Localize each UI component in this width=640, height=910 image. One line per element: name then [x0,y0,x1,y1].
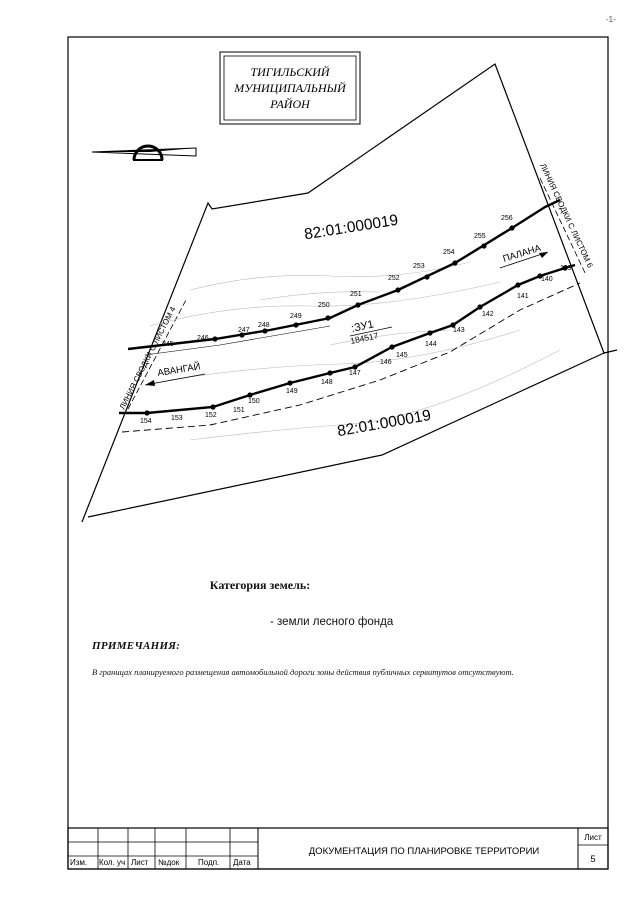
point-label: 255 [474,233,486,240]
direction-label-right: ПАЛАНА [502,243,543,265]
upper-point-marker [325,315,331,321]
point-label: 150 [248,398,260,405]
lower-point-marker [537,273,543,279]
point-label: 154 [140,418,152,425]
point-label: 249 [290,313,302,320]
stamp-columns: Изм. Кол. уч Лист №док Подп. Дата [70,858,251,867]
upper-point-marker [509,225,515,231]
point-label: 142 [482,311,494,318]
north-arrow-icon [91,144,197,161]
stamp-col-izm: Изм. [70,858,87,867]
point-label: 140 [541,276,553,283]
sheet-frame [67,36,609,870]
direction-arrow-left [144,373,206,386]
point-label: 146 [380,359,392,366]
land-category-value: - земли лесного фонда [270,616,394,628]
lower-point-marker [247,392,253,398]
point-label: 246 [197,335,209,342]
match-line-right [539,177,587,276]
servitude-dashed-line [121,282,581,433]
parcel-id: :ЗУ1 [350,318,375,334]
lower-point-marker [562,265,568,271]
lower-point-marker [210,404,216,410]
lower-point-labels: 154 153 152 151 150 149 148 147 146 145 … [140,265,572,425]
cadastral-label-bottom: 82:01:000019 [336,407,432,440]
direction-arrow-right [499,251,549,269]
stamp-col-list: Лист [131,858,149,867]
district-label-box: ТИГИЛЬСКИЙ МУНИЦИПАЛЬНЫЙ РАЙОН [219,51,361,125]
match-line-left [127,299,187,410]
district-line-3: РАЙОН [269,96,311,111]
point-label: 141 [517,293,529,300]
corner-mark: -1- [606,15,616,24]
notes-title: ПРИМЕЧАНИЯ: [92,640,181,652]
point-label: 254 [443,249,455,256]
arrow-left-icon [145,380,155,386]
title-block [67,827,609,870]
lower-boundary-line [119,263,576,415]
upper-point-marker [395,287,401,293]
lower-point-marker [327,370,333,376]
stamp-col-kol: Кол. уч [99,858,125,867]
upper-point-marker [293,322,299,328]
stamp-sheet-label: Лист [584,833,602,842]
point-label: 149 [286,388,298,395]
point-label: 143 [453,327,465,334]
road-hatching [149,261,561,441]
point-label: 250 [318,302,330,309]
upper-point-labels: 245 246 247 248 249 250 251 252 253 254 … [162,215,513,348]
stamp-col-data: Дата [233,858,251,867]
point-label: 147 [349,370,361,377]
upper-point-marker [424,274,430,280]
upper-point-marker [481,243,487,249]
stamp-col-ndok: №док [158,858,180,867]
point-label: 139 [560,265,572,272]
leader-line [144,325,331,356]
upper-point-marker [262,328,268,334]
lower-point-marker [287,380,293,386]
upper-point-marker [212,336,218,342]
land-category-title: Категория земель: [209,578,311,592]
lower-point-marker [477,304,483,310]
cadastral-label-top: 82:01:000019 [303,212,399,244]
upper-point-marker [355,302,361,308]
lower-point-marker [427,330,433,336]
match-label-left: ЛИНИЯ СВОДКИ С ЛИСТОМ 4 [118,305,178,411]
lower-point-marker [389,344,395,350]
lower-point-markers [144,265,568,416]
stamp-sheet-number: 5 [590,854,595,865]
point-label: 151 [233,407,245,414]
point-label: 251 [350,291,362,298]
point-label: 245 [162,341,174,348]
point-label: 253 [413,263,425,270]
point-label: 248 [258,322,270,329]
district-line-2: МУНИЦИПАЛЬНЫЙ [233,80,347,95]
lower-point-marker [144,410,150,416]
lower-point-marker [352,364,358,370]
point-label: 148 [321,379,333,386]
notes-text: В границах планируемого размещения автом… [92,667,514,677]
point-label: 247 [238,327,250,334]
upper-point-marker [239,332,245,338]
upper-point-marker [452,260,458,266]
point-label: 153 [171,415,183,422]
upper-point-markers [212,225,515,342]
arrow-right-icon [539,252,548,258]
parcel-outline-bottom [87,352,605,518]
point-label: 145 [396,352,408,359]
lower-point-marker [450,322,456,328]
district-line-1: ТИГИЛЬСКИЙ [250,64,330,79]
point-label: 144 [425,341,437,348]
stamp-col-podp: Подп. [198,858,219,867]
point-label: 152 [205,412,217,419]
point-label: 256 [501,215,513,222]
parcel-fraction-line [349,326,393,337]
point-label: 252 [388,275,400,282]
stamp-title: ДОКУМЕНТАЦИЯ ПО ПЛАНИРОВКЕ ТЕРРИТОРИИ [309,846,540,857]
lower-point-marker [515,282,521,288]
